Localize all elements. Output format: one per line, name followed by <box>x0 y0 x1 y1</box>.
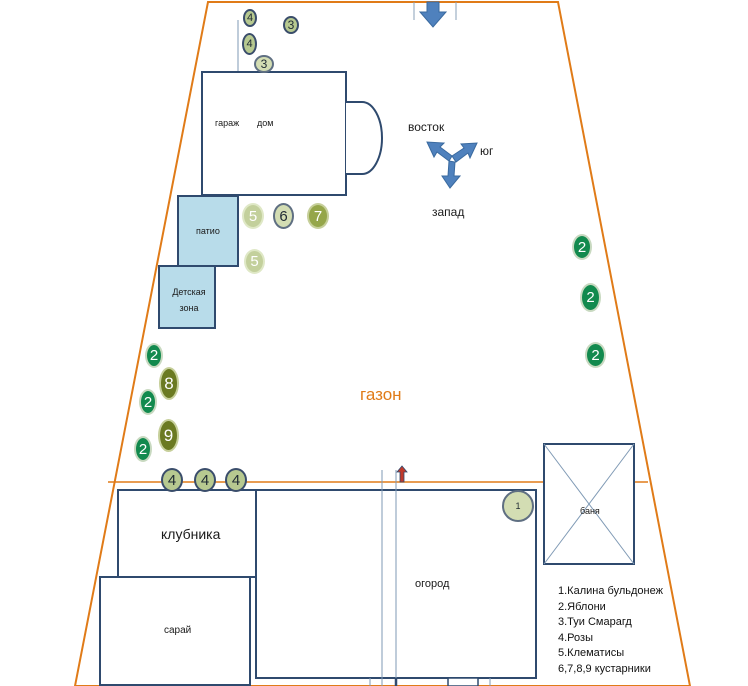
plant-marker-shrub: 8 <box>159 367 179 400</box>
kids-zone-label: Детская зона <box>172 287 206 313</box>
house-label: дом <box>257 118 274 128</box>
legend-item: 2.Яблони <box>558 600 606 613</box>
plant-legend: 1.Калина бульдонеж 2.Яблони 3.Туи Смараг… <box>558 585 663 678</box>
plant-marker-rose: 4 <box>225 468 247 492</box>
compass-east-label: восток <box>408 120 445 134</box>
plant-marker-apple: 2 <box>580 283 601 312</box>
plant-marker-apple: 2 <box>139 389 157 415</box>
plant-marker-rose: 4 <box>242 33 257 55</box>
plant-marker-shrub: 9 <box>158 419 179 452</box>
garden-label: огород <box>415 578 450 590</box>
plant-marker-viburnum: 1 <box>502 490 534 522</box>
legend-item: 3.Туи Смарагд <box>558 616 632 628</box>
garage-label: гараж <box>215 118 240 128</box>
lawn-label: газон <box>360 385 402 404</box>
plant-marker-shrub: 6 <box>273 203 294 229</box>
sauna-label: баня <box>580 506 600 516</box>
house-building <box>201 71 347 196</box>
patio-zone <box>177 195 239 267</box>
legend-item: 5.Клематисы <box>558 647 625 659</box>
plot-boundary <box>73 0 692 686</box>
garden-arrow-icon <box>396 465 408 483</box>
entrance-arrow-icon <box>418 1 448 28</box>
legend-item: 4.Розы <box>558 631 593 644</box>
plant-marker-rose: 4 <box>161 468 183 492</box>
patio-label: патио <box>196 226 220 236</box>
plant-marker-shrub: 7 <box>307 203 329 229</box>
legend-item: 1.Калина бульдонеж <box>558 585 663 597</box>
legend-item: 6,7,8,9 кустарники <box>558 662 651 675</box>
house-bay <box>346 101 383 175</box>
compass-west-label: запад <box>432 205 465 219</box>
strawberry-label: клубника <box>161 526 221 542</box>
plant-marker-apple: 2 <box>572 234 592 260</box>
plant-marker-rose: 4 <box>243 9 257 27</box>
kids-zone <box>158 265 216 329</box>
sauna-cross-b <box>543 443 635 565</box>
plant-marker-rose: 4 <box>194 468 216 492</box>
plant-marker-thuja: 3 <box>283 16 299 34</box>
plant-marker-apple: 2 <box>145 343 163 368</box>
plant-marker-clematis: 5 <box>242 203 264 229</box>
compass-icon <box>426 141 478 189</box>
plant-marker-apple: 2 <box>134 436 152 462</box>
compass-south-label: юг <box>480 144 494 158</box>
garden-bottom-gate <box>447 677 479 686</box>
plant-marker-clematis: 5 <box>244 249 265 274</box>
plant-marker-apple: 2 <box>585 342 606 368</box>
shed-label: сарай <box>164 625 192 636</box>
plant-marker-thuja: 3 <box>254 55 274 73</box>
shed-building <box>99 576 251 686</box>
